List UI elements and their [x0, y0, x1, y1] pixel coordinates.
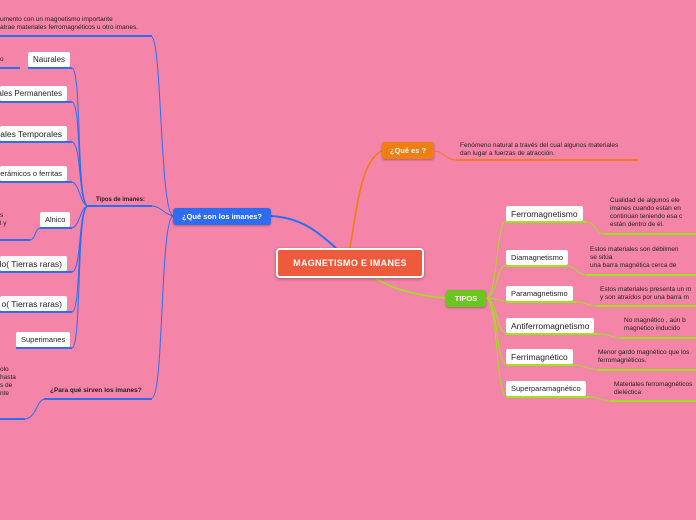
- uses-text-line-2: hasta: [0, 374, 16, 381]
- type-ceramic[interactable]: Cerámicos o ferritas: [0, 166, 67, 181]
- type-diamagnetism[interactable]: Diamagnetismo: [506, 250, 569, 265]
- type-permanent[interactable]: iales Permanentes: [0, 86, 67, 101]
- ferromagnetism-text: Cualidad de algunos ele imanes cuando es…: [610, 197, 682, 229]
- what-is-text[interactable]: Fenómeno natural a través del cual algun…: [460, 142, 618, 158]
- uses-text-line-3: s de: [0, 382, 13, 389]
- antiferromagnetism-text-line-1: No magnético , aún b: [624, 317, 686, 324]
- alnico-side-text-line-1: s: [0, 212, 4, 219]
- ferromagnetism-text-line-2: imanes cuando están en: [610, 205, 681, 212]
- superparamagnetic-text: Materiales ferromagnéticos dieléctica: [614, 381, 692, 397]
- alnico-side-text-line-2: l y: [0, 220, 7, 227]
- what-is-text-line-2: dan lugar a fuerzas de atracción.: [460, 150, 555, 157]
- central-topic[interactable]: MAGNETISMO E IMANES: [276, 248, 424, 278]
- ferrimagnetic-text-line-1: Menor gardo magnético que los: [598, 349, 690, 356]
- ferrimagnetic-text: Menor gardo magnético que los ferromagné…: [598, 349, 689, 365]
- main-topic-what-are-magnets[interactable]: ¿Qué son los imanes?: [173, 208, 271, 225]
- diamagnetism-text-line-3: una barra magnética cerca de: [590, 262, 677, 269]
- paramagnetism-text: Estos materiales presenta un m y son atr…: [600, 286, 691, 302]
- type-ferrimagnetic[interactable]: Ferrimagnético: [506, 349, 573, 364]
- left-description-line-1: umento con un magnetismo importante: [0, 16, 113, 23]
- uses-text-line-1: olo: [0, 366, 9, 373]
- type-natural[interactable]: Naurales: [28, 52, 71, 67]
- type-antiferromagnetism[interactable]: Antiferromagnetismo: [506, 318, 595, 333]
- uses-text-line-4: nte: [0, 390, 10, 397]
- antiferromagnetism-text: No magnético , aún b magnético inducido: [624, 317, 686, 333]
- left-description-line-2: atrae materiales ferromagnéticos u otro …: [0, 24, 139, 31]
- type-alnico[interactable]: Alnico: [40, 212, 71, 227]
- what-is-text-line-1: Fenómeno natural a través del cual algun…: [460, 142, 619, 149]
- alnico-side-text: s l y: [0, 212, 7, 228]
- ferrimagnetic-text-line-2: ferromagnéticos.: [598, 357, 647, 364]
- type-supermagnets[interactable]: Superimanes: [16, 332, 71, 347]
- ferromagnetism-text-line-3: continúan teniendo esa c: [610, 213, 683, 220]
- type-temporary[interactable]: iales Temporales: [0, 126, 67, 141]
- type-paramagnetism[interactable]: Paramagnetismo: [506, 286, 573, 301]
- superparamagnetic-text-line-2: dieléctica: [614, 389, 642, 396]
- paramagnetism-text-line-2: y son atraídos por una barra m: [600, 294, 689, 301]
- main-topic-types[interactable]: TIPOS: [446, 290, 486, 307]
- superparamagnetic-text-line-1: Materiales ferromagnéticos: [614, 381, 693, 388]
- type-rare-earth-1[interactable]: lo( Tierras raras): [0, 256, 67, 271]
- diamagnetism-text-line-2: se sitúa: [590, 254, 613, 261]
- paramagnetism-text-line-1: Estos materiales presenta un m: [600, 286, 692, 293]
- antiferromagnetism-text-line-2: magnético inducido: [624, 325, 681, 332]
- ferromagnetism-text-line-1: Cualidad de algunos ele: [610, 197, 680, 204]
- type-superparamagnetic[interactable]: Superparamagnético: [506, 381, 586, 396]
- ferromagnetism-text-line-4: están dentro de él.: [610, 221, 664, 228]
- diamagnetism-text: Estos materiales son débilmen se sitúa u…: [590, 246, 679, 270]
- main-topic-what-is[interactable]: ¿Qué es ?: [382, 142, 434, 159]
- type-rare-earth-2[interactable]: o( Tierras raras): [0, 296, 67, 311]
- uses-text: olo hasta s de nte: [0, 366, 16, 398]
- type-ferromagnetism[interactable]: Ferromagnetismo: [506, 206, 583, 221]
- type-side-text-1: o: [0, 56, 4, 63]
- uses-label[interactable]: ¿Para qué sirven los imanes?: [50, 387, 142, 394]
- diamagnetism-text-line-1: Estos materiales son débilmen: [590, 246, 679, 253]
- types-of-magnets-label[interactable]: Tipos de imanes:: [96, 197, 145, 203]
- left-description[interactable]: umento con un magnetismo importante atra…: [0, 16, 138, 32]
